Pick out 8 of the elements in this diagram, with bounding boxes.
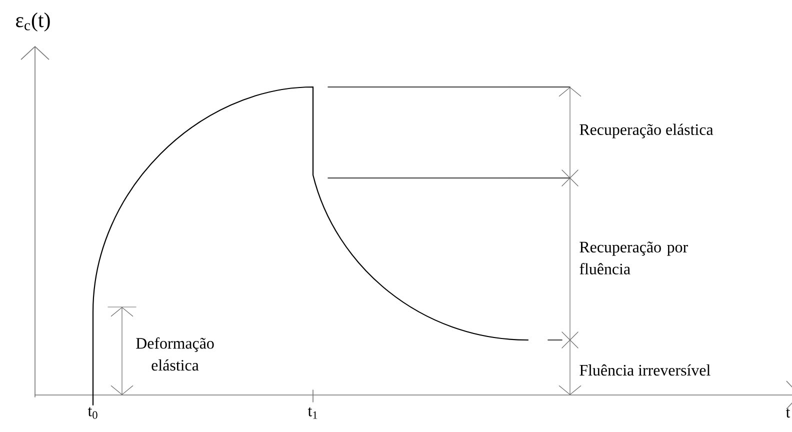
axis-label: t (786, 408, 790, 418)
tick-label: t$_{1}$ (308, 407, 318, 419)
tick-label: t$_{0}$ (88, 407, 98, 419)
dimension-label: Recuperação por fluência (580, 242, 688, 274)
axis-label: ε$_{c}$(t) (16, 12, 50, 32)
dimension-label: Recuperação elástica (580, 124, 714, 138)
dimension-label: Fluência irreversível (580, 364, 710, 376)
dimension-label: Deformação elástica (136, 337, 214, 371)
